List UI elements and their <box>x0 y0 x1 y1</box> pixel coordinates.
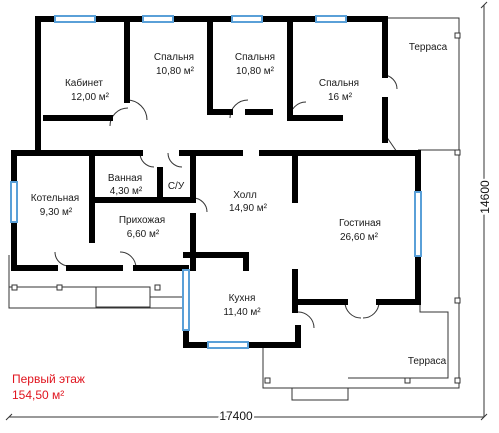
windows <box>10 15 422 349</box>
room-name-gostinaya: Гостиная <box>339 218 381 229</box>
room-name-kotelnaya: Котельная <box>31 193 79 204</box>
window <box>231 15 263 23</box>
room-name-terrasa-bottom: Терраса <box>408 356 447 367</box>
room-area-holl: 14,90 м² <box>229 203 268 214</box>
terrace-bottom-left <box>262 345 292 389</box>
column-marker <box>454 377 461 384</box>
column-markers <box>11 32 461 384</box>
room-area-spalnya-3: 16 м² <box>328 92 353 103</box>
column-marker <box>404 377 411 384</box>
door-swing-kuhnya <box>297 311 315 329</box>
room-name-spalnya-1: Спальня <box>154 52 194 63</box>
room-area-kabinet: 12,00 м² <box>71 92 110 103</box>
window <box>54 15 96 23</box>
floor-title: Первый этаж <box>12 372 85 386</box>
window <box>315 15 347 23</box>
room-name-kabinet: Кабинет <box>65 77 103 89</box>
door-swing-su <box>167 152 183 168</box>
window <box>10 181 18 223</box>
column-marker <box>264 377 271 384</box>
room-labels: Кабинет 12,00 м² Спальня 10,80 м² Спальн… <box>31 42 448 367</box>
walls <box>11 16 421 348</box>
column-marker <box>154 284 161 291</box>
room-area-gostinaya: 26,60 м² <box>340 232 379 243</box>
terrace-bottom-outline <box>348 150 460 389</box>
room-name-spalnya-2: Спальня <box>235 52 275 63</box>
room-area-vannaya: 4,30 м² <box>110 186 143 197</box>
door-swing-kotelnaya <box>54 251 70 267</box>
window <box>207 341 249 349</box>
room-area-prihozhaya: 6,60 м² <box>127 229 160 240</box>
dimension-width: 17400 <box>219 409 253 423</box>
room-name-prihozhaya: Прихожая <box>119 215 165 226</box>
dimension-depth: 14600 <box>478 180 492 214</box>
room-name-spalnya-3: Спальня <box>319 78 359 89</box>
room-area-kuhnya: 11,40 м² <box>223 307 261 318</box>
room-area-spalnya-2: 10,80 м² <box>236 66 275 77</box>
column-marker <box>454 149 461 156</box>
door-swing-spalnya2 <box>229 99 249 119</box>
room-area-spalnya-1: 10,80 м² <box>156 66 195 77</box>
terrace-top-outline <box>385 17 460 151</box>
column-marker <box>454 297 461 304</box>
room-name-holl: Холл <box>233 190 257 201</box>
window <box>182 269 190 331</box>
room-name-terrasa-top: Терраса <box>409 42 448 53</box>
porch-step-left <box>95 286 151 308</box>
room-name-su: С/У <box>168 181 185 192</box>
column-marker <box>11 284 18 291</box>
room-name-kuhnya: Кухня <box>229 293 256 304</box>
column-marker <box>56 284 63 291</box>
door-swing-hall-left <box>109 107 129 127</box>
floor-area: 154,50 м² <box>12 388 64 402</box>
column-marker <box>454 32 461 39</box>
dim-tick-top <box>480 1 488 9</box>
dim-tick-left <box>5 413 13 421</box>
porch-left-outline <box>8 255 187 309</box>
room-area-kotelnaya: 9,30 м² <box>40 207 73 218</box>
porch-step-bottom <box>291 387 349 401</box>
room-name-vannaya: Ванная <box>108 173 142 184</box>
window <box>142 15 174 23</box>
window <box>414 191 422 257</box>
